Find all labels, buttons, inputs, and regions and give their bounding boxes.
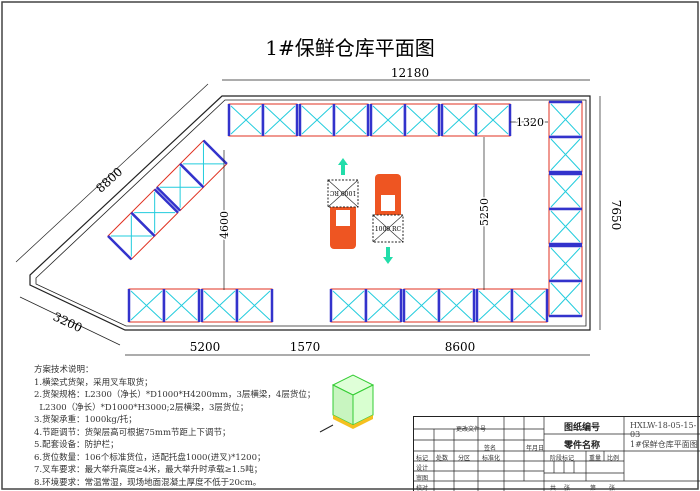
dim-bottom-right: 8600 [445, 340, 476, 354]
rack-bay [403, 103, 441, 137]
drawing-title: 1#保鲜仓库平面图 [265, 36, 434, 60]
rack-bay [261, 103, 299, 137]
warehouse-outer-wall [29, 95, 591, 331]
note-item: 8.环境要求：常温常湿，现场地面混凝土厚度不低于20cm。 [34, 477, 262, 488]
forklift-2: 1000 RC [372, 174, 404, 264]
rack-bay [440, 103, 478, 137]
svg-text:1000 RC: 1000 RC [329, 189, 356, 196]
dimension-lines [15, 79, 601, 356]
dim-diag-bottom: 3200 [51, 310, 85, 336]
rack-bay [162, 288, 201, 323]
dim-bottom-left: 5200 [190, 340, 221, 354]
title-block-cell: 重量 [589, 455, 602, 462]
rack-bay [130, 188, 179, 237]
note-item: 3.货架承重：1000kg/托； [34, 415, 137, 425]
svg-text:1000 RC: 1000 RC [375, 226, 402, 233]
note-item: 1.横梁式货架，采用叉车取货； [34, 377, 153, 388]
dim-aisle-left: 4600 [218, 211, 231, 239]
rack-bay [548, 135, 583, 174]
rack-bay [298, 103, 336, 137]
dim-aisle-right: 5250 [478, 198, 491, 226]
note-item: 6.货位数量：106个标准货位，适配托盘1000(进叉)*1200； [34, 452, 266, 463]
title-block-cell: 张 [564, 485, 571, 491]
note-item: 4.节距调节：货架层高可根据75mm节距上下调节； [34, 427, 231, 438]
rack-bay [200, 288, 239, 323]
drawing-no-label: 图纸编号 [564, 423, 601, 433]
title-block-cell: 标记 [416, 455, 429, 462]
rack-bay [369, 103, 407, 137]
rack-bay [475, 288, 514, 323]
rack-bay [227, 103, 265, 137]
dim-gap-right: 1320 [516, 116, 544, 129]
rack-bay [510, 288, 549, 323]
rack-bay [364, 288, 403, 323]
rack-bay [437, 288, 476, 323]
title-block-cell: 审图 [416, 475, 429, 482]
racks [107, 100, 583, 323]
title-block-cell: 阶段标记 [550, 455, 575, 462]
title-block-cell: 比例 [607, 455, 620, 462]
title-block-cell: 张 [609, 485, 616, 491]
rack-bay [329, 288, 368, 323]
rack-bay [548, 279, 583, 318]
diagonal-rack [107, 139, 228, 261]
title-block-cell: 校对 [416, 485, 429, 491]
note-item: 5.配套设备：防护栏； [34, 440, 119, 450]
arrow-down-icon [383, 247, 393, 264]
rack-bay [179, 139, 228, 189]
technical-notes: 方案技术说明： 1.横梁式货架，采用叉车取货； 2.货架规格：L2300（净长）*… [34, 364, 315, 489]
note-item: 7.叉车要求：最大举升高度≥4米，最大举升时承载≥1.5吨； [34, 465, 263, 475]
title-block-cell: 共 [550, 485, 557, 491]
rack-bay [548, 100, 583, 139]
title-block-cell: 更改文件号 [456, 426, 487, 433]
title-block-cell: 第 [590, 485, 597, 491]
dim-bottom-gap: 1570 [290, 340, 321, 354]
forklift-1: 1000 RC [327, 158, 359, 249]
part-name: 1#保鲜仓库平面图 [630, 440, 698, 449]
rack-bay [548, 207, 583, 246]
rack-bay [332, 103, 370, 137]
title-block-cell: 年月日 [526, 445, 545, 452]
pallet-cargo-illustration [319, 374, 375, 433]
warehouse-inner-wall [35, 99, 587, 327]
rack-bay [474, 103, 512, 137]
rack-bay [235, 288, 274, 323]
dim-top: 12180 [391, 66, 429, 80]
arrow-up-icon [338, 158, 348, 175]
title-block-cell: 处数 [436, 455, 449, 462]
rack-bay [548, 244, 583, 283]
notes-heading: 方案技术说明： [34, 365, 94, 375]
title-block-cell: 签名 [484, 445, 497, 452]
title-block: 图纸编号 HXLW-18-05-15-03 零件名称 1#保鲜仓库平面图 更改文… [413, 416, 700, 491]
rack-bay [548, 172, 583, 211]
title-block-cell: 设计 [416, 465, 429, 472]
title-block-cell: 分区 [458, 455, 471, 462]
title-block-cell: 标准化 [482, 455, 501, 462]
drawing-no: HXLW-18-05-15-03 [630, 421, 697, 439]
rack-bay [127, 288, 166, 323]
rack-bay [402, 288, 441, 323]
note-item: L2300（净长）*D1000*H3000;2层横梁，3层货位； [34, 402, 249, 413]
part-name-label: 零件名称 [564, 441, 601, 451]
note-item: 2.货架规格：L2300（净长）*D1000*H4200mm，3层横梁，4层货位… [34, 390, 316, 400]
dim-right: 7650 [609, 200, 623, 231]
